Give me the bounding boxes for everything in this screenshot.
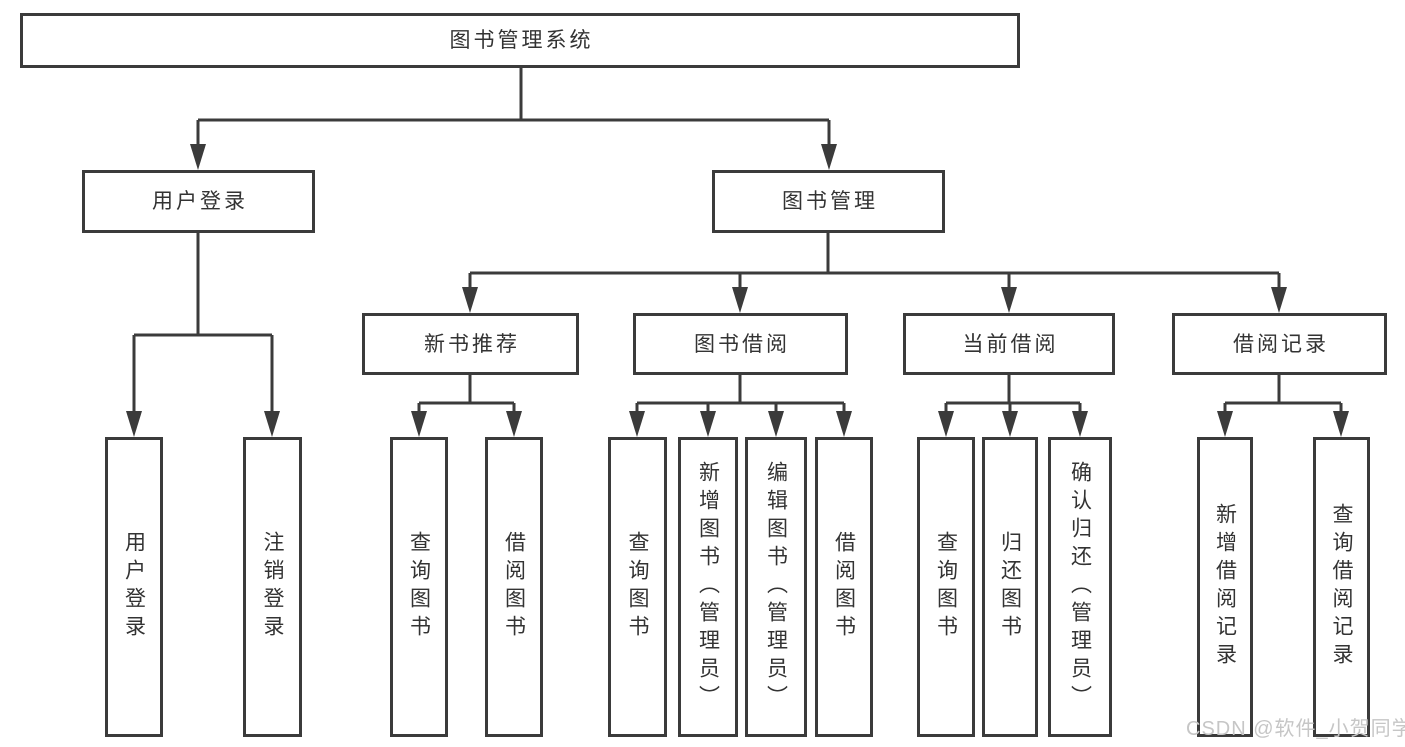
arrowhead xyxy=(1001,287,1017,313)
arrowhead xyxy=(1217,411,1233,437)
leaf-logout: 注销登录 xyxy=(243,437,302,737)
arrowhead xyxy=(700,411,716,437)
arrowhead xyxy=(411,411,427,437)
edges-book-management-to-level3 xyxy=(462,233,1287,313)
leaf-add-books-admin: 新增图书（管理员） xyxy=(678,437,738,737)
arrowhead xyxy=(264,411,280,437)
node-borrow-records: 借阅记录 xyxy=(1172,313,1387,375)
node-user-login: 用户登录 xyxy=(82,170,315,233)
arrowhead xyxy=(1072,411,1088,437)
leaf-user-login: 用户登录 xyxy=(105,437,163,737)
edges-current-borrow-to-leaves xyxy=(938,375,1088,437)
arrowhead xyxy=(821,144,837,170)
leaf-edit-books-admin: 编辑图书（管理员） xyxy=(745,437,807,737)
leaf-borrow-books: 借阅图书 xyxy=(815,437,873,737)
leaf-return-books: 归还图书 xyxy=(982,437,1038,737)
edges-user-login-to-leaves xyxy=(126,233,280,437)
arrowhead xyxy=(1333,411,1349,437)
edges-root-to-level2 xyxy=(190,68,837,170)
leaf-borrow-books-recommend: 借阅图书 xyxy=(485,437,543,737)
arrowhead xyxy=(629,411,645,437)
leaf-confirm-return-admin: 确认归还（管理员） xyxy=(1048,437,1112,737)
leaf-query-borrow-record: 查询借阅记录 xyxy=(1313,437,1370,737)
node-root-library-management-system: 图书管理系统 xyxy=(20,13,1020,68)
leaf-query-books-recommend: 查询图书 xyxy=(390,437,448,737)
arrowhead xyxy=(1271,287,1287,313)
leaf-query-books-borrow: 查询图书 xyxy=(608,437,667,737)
csdn-watermark: CSDN @软件_小贺同学 xyxy=(1186,718,1405,740)
arrowhead xyxy=(506,411,522,437)
node-book-management: 图书管理 xyxy=(712,170,945,233)
arrowhead xyxy=(768,411,784,437)
node-book-borrow: 图书借阅 xyxy=(633,313,848,375)
arrowhead xyxy=(732,287,748,313)
edges-borrow-records-to-leaves xyxy=(1217,375,1349,437)
arrowhead xyxy=(938,411,954,437)
arrowhead xyxy=(126,411,142,437)
arrowhead xyxy=(462,287,478,313)
node-new-book-recommend: 新书推荐 xyxy=(362,313,579,375)
leaf-add-borrow-record: 新增借阅记录 xyxy=(1197,437,1253,737)
arrowhead xyxy=(1002,411,1018,437)
edges-book-borrow-to-leaves xyxy=(629,375,852,437)
arrowhead xyxy=(190,144,206,170)
leaf-query-books-current: 查询图书 xyxy=(917,437,975,737)
edges-new-book-recommend-to-leaves xyxy=(411,375,522,437)
arrowhead xyxy=(836,411,852,437)
node-current-borrow: 当前借阅 xyxy=(903,313,1115,375)
